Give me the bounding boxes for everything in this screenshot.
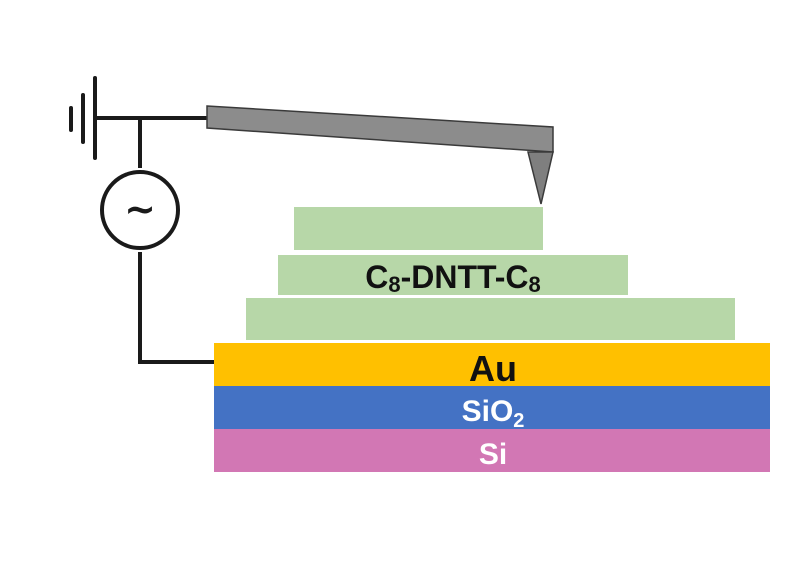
wire-source-to-au [138, 252, 218, 364]
au-layer [214, 343, 770, 386]
si-label: Si [479, 438, 507, 471]
sio2-label: SiO2 [462, 395, 525, 432]
sio2-layer [214, 386, 770, 429]
organic-layer-label: C8-DNTT-C8 [365, 259, 541, 297]
organic-layer-bottom [246, 298, 735, 340]
organic-layer-top [294, 207, 543, 250]
ac-source: ~ [100, 170, 180, 250]
ac-source-circle [100, 170, 180, 250]
substrate-stack: Au SiO2 Si [214, 343, 770, 472]
afm-cantilever [206, 105, 554, 205]
ac-source-symbol: ~ [124, 187, 156, 231]
organic-layer-middle [278, 255, 628, 295]
si-layer [214, 429, 770, 472]
afm-tip [527, 151, 554, 205]
organic-stack: C8-DNTT-C8 [246, 207, 735, 340]
circuit-wires [95, 116, 218, 364]
au-label: Au [469, 348, 517, 389]
ground-symbol [69, 76, 97, 160]
